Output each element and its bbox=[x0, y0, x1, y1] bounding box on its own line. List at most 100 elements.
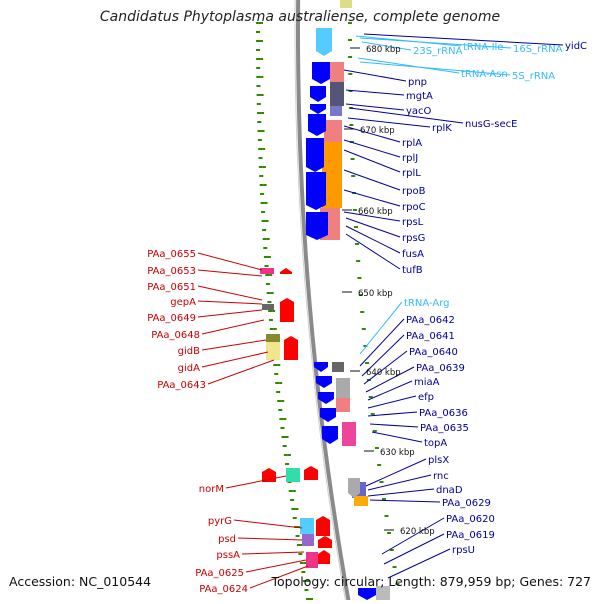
gene-label-rpla: rplA bbox=[402, 138, 422, 149]
gc-dot bbox=[278, 409, 283, 411]
gc-dot bbox=[348, 56, 353, 58]
label-connector bbox=[361, 41, 412, 51]
gc-dot bbox=[261, 220, 266, 222]
label-connector bbox=[367, 488, 435, 497]
gc-dot bbox=[256, 76, 261, 78]
label-connector bbox=[349, 107, 464, 124]
label-connector bbox=[359, 37, 512, 49]
gc-dot bbox=[260, 22, 264, 24]
gene-label-fusa: fusA bbox=[402, 249, 424, 260]
label-connector bbox=[371, 431, 423, 443]
label-connector bbox=[359, 318, 405, 367]
gene-block bbox=[324, 120, 342, 144]
label-connector bbox=[233, 519, 303, 529]
gc-dot bbox=[262, 238, 267, 240]
gc-dot bbox=[266, 238, 270, 240]
gene-block bbox=[302, 534, 314, 546]
gene-label-trna-asn: tRNA-Asn bbox=[461, 69, 508, 80]
gc-dot bbox=[295, 508, 299, 510]
gene-label-pnp: pnp bbox=[408, 77, 427, 88]
label-connector bbox=[361, 334, 405, 377]
gc-dot bbox=[348, 90, 353, 92]
gc-dot bbox=[279, 418, 284, 420]
gc-dot bbox=[285, 463, 290, 465]
label-connector bbox=[363, 33, 564, 46]
gc-dot bbox=[302, 580, 307, 582]
gene-label-tufb: tufB bbox=[402, 265, 423, 276]
gene-label-nusg-sece: nusG-secE bbox=[465, 119, 517, 130]
gc-dot bbox=[306, 580, 310, 582]
gene-label-16s_rrna: 16S_rRNA bbox=[513, 44, 563, 55]
label-connector bbox=[197, 269, 263, 277]
gc-dot bbox=[351, 175, 356, 177]
gc-dot bbox=[310, 598, 314, 600]
gene-block bbox=[354, 496, 368, 506]
gene-block bbox=[342, 422, 356, 446]
gc-dot bbox=[267, 301, 272, 303]
label-connector bbox=[201, 339, 267, 351]
gc-dot bbox=[274, 373, 279, 375]
gc-dot bbox=[258, 157, 263, 159]
gc-dot bbox=[268, 310, 273, 312]
label-connector bbox=[249, 565, 309, 589]
gene-label-paa_0629: PAa_0629 bbox=[442, 498, 491, 509]
kbp-tick-label: 670 kbp bbox=[360, 126, 395, 136]
gene-label-gepa: gepA bbox=[170, 297, 196, 308]
gc-dot bbox=[276, 391, 281, 393]
forward-gene-arrow bbox=[310, 104, 326, 114]
label-connector bbox=[365, 458, 427, 487]
label-connector bbox=[387, 548, 451, 579]
backbone-shadow bbox=[294, 0, 347, 604]
gc-dot bbox=[360, 311, 365, 313]
forward-gene-arrow bbox=[312, 62, 330, 84]
map-title: Candidatus Phytoplasma australiense, com… bbox=[99, 9, 501, 25]
gene-label-pyrg: pyrG bbox=[208, 516, 232, 527]
gc-dot bbox=[349, 124, 354, 126]
gene-label-efp: efp bbox=[418, 392, 434, 403]
gene-block bbox=[286, 468, 300, 482]
reverse-gene-arrow bbox=[318, 536, 332, 548]
label-connector bbox=[383, 533, 445, 565]
gene-label-rpoc: rpoC bbox=[402, 202, 426, 213]
gc-dot bbox=[261, 112, 265, 114]
reverse-gene-arrow bbox=[316, 516, 330, 536]
gene-label-miaa: miaA bbox=[414, 377, 440, 388]
gc-dot bbox=[265, 283, 270, 285]
label-connector bbox=[381, 517, 445, 555]
gc-dot bbox=[363, 345, 368, 347]
gc-dot bbox=[256, 49, 261, 51]
label-connector bbox=[201, 319, 265, 335]
gc-dot bbox=[348, 22, 353, 24]
gene-label-rplj: rplJ bbox=[402, 153, 418, 164]
kbp-tick-label: 650 kbp bbox=[358, 289, 393, 299]
label-connector bbox=[359, 61, 511, 76]
gc-dot bbox=[260, 193, 265, 195]
gc-dot bbox=[374, 447, 379, 449]
forward-gene-arrow bbox=[318, 392, 334, 404]
gc-dot bbox=[256, 40, 261, 42]
label-connector bbox=[363, 350, 408, 385]
label-connector bbox=[201, 351, 269, 368]
gc-dot bbox=[281, 400, 285, 402]
gene-label-paa_0620: PAa_0620 bbox=[446, 514, 495, 525]
gene-block bbox=[306, 552, 318, 568]
gc-dot bbox=[257, 112, 262, 114]
gc-dot bbox=[356, 260, 361, 262]
gene-label-paa_0635: PAa_0635 bbox=[420, 423, 469, 434]
gene-label-5s_rrna: 5S_rRNA bbox=[512, 71, 555, 82]
gc-dot bbox=[265, 274, 270, 276]
gc-dot bbox=[381, 498, 386, 500]
gc-dot bbox=[387, 532, 392, 534]
label-connector bbox=[343, 211, 401, 222]
gene-label-paa_0624: PAa_0624 bbox=[199, 584, 248, 595]
gene-label-paa_0636: PAa_0636 bbox=[419, 408, 468, 419]
gene-label-trna-ile: tRNA-Ile bbox=[463, 42, 503, 53]
gc-dot bbox=[275, 382, 280, 384]
gene-block bbox=[330, 82, 344, 106]
gc-dot bbox=[299, 562, 304, 564]
gc-dot bbox=[303, 562, 307, 564]
gc-dot bbox=[258, 148, 263, 150]
gene-label-paa_0625: PAa_0625 bbox=[195, 568, 244, 579]
